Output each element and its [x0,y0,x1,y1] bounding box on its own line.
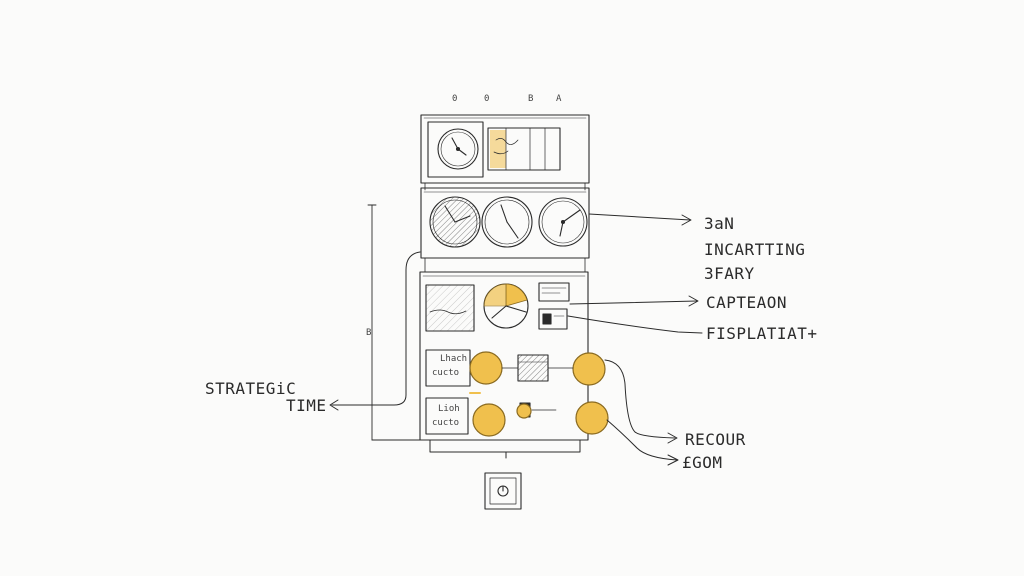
note-box [425,397,469,435]
box-text-c: Lioh [438,404,460,414]
image-frame [425,284,475,332]
label-3an: 3aN [704,214,735,233]
small-box [538,308,568,330]
box-text-b: cucto [432,368,460,378]
label-egom: £GOM [682,453,723,472]
label-recour: RECOUR [685,430,746,449]
arrow-captean [569,300,698,305]
main-panel [419,271,609,441]
footer-device [484,472,522,510]
label-time: TIME [286,396,327,415]
label-capteaon: CAPTEAON [706,293,788,312]
top-mark-4: A [556,94,562,104]
clock-frame [427,121,484,178]
connector-recour [604,359,676,439]
top-mark-3: B [528,94,534,104]
box-text-a: Lhach [440,354,468,364]
strategic-time-connector [331,251,421,406]
connector-egom [606,419,678,461]
clock-icon [437,128,479,170]
document-frame [487,127,561,171]
panel-base [429,439,581,459]
hatched-box [517,354,549,382]
clocks-panel [420,187,590,259]
left-bracket [367,204,421,441]
side-mark: B [366,328,372,338]
clock-icon [481,196,533,248]
label-strategic: STRATEGiC [205,379,297,398]
yellow-knobs [469,351,609,437]
label-fisplatiat: FISPLATIAT+ [706,324,818,343]
arrow-group1 [588,213,691,221]
box-text-d: cucto [432,418,460,428]
small-box [538,282,570,302]
label-3fary: 3FARY [704,264,755,283]
top-mark-2: 0 [484,94,490,104]
top-mark-1: 0 [452,94,458,104]
line-fisplatiat [567,315,703,334]
top-panel [420,114,590,184]
clock-icon [538,197,588,247]
label-incartting: INCARTTING [704,240,806,259]
